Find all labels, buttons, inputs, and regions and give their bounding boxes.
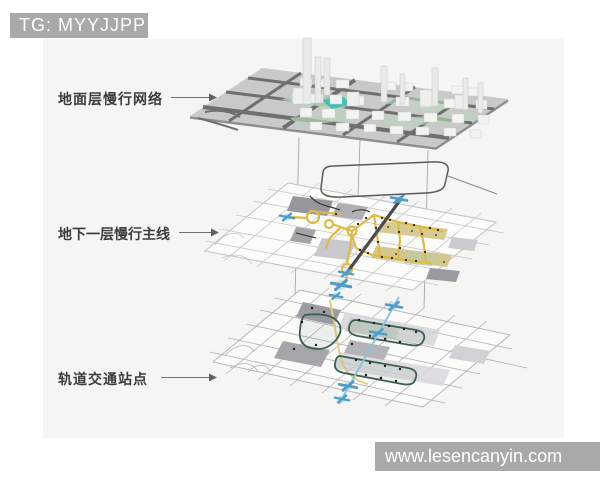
rail-layer-map — [209, 287, 528, 408]
leader-arrow-underground-icon — [179, 228, 219, 237]
leader-arrow-rail-icon — [161, 373, 217, 382]
between-layer-loop — [320, 161, 498, 198]
site-watermark: www.lesencanyin.com — [375, 442, 600, 471]
telegram-watermark-badge: TG: MYYJJPP — [10, 13, 148, 38]
leader-arrow-ground-icon — [171, 93, 217, 102]
label-underground-layer: 地下一层慢行主线 — [58, 226, 170, 242]
label-rail-layer: 轨道交通站点 — [58, 371, 148, 387]
underground-layer-map — [203, 182, 505, 301]
ground-layer-map — [189, 37, 509, 150]
label-ground-layer: 地面层慢行网络 — [58, 91, 163, 107]
